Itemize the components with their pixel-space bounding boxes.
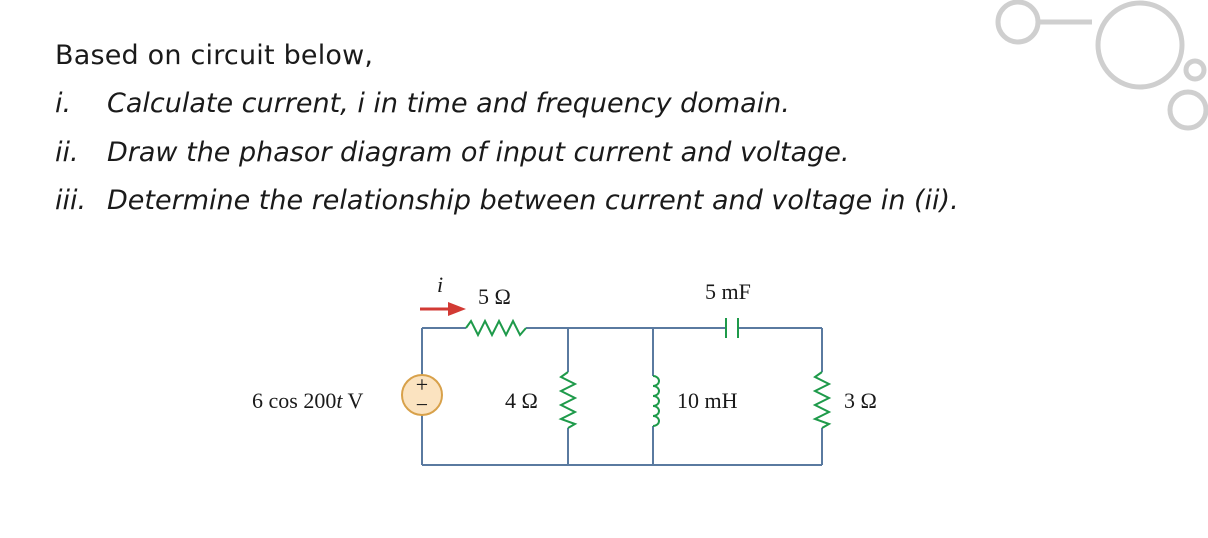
resistor-4-ohm <box>558 371 578 429</box>
inductor-label: 10 mH <box>677 388 738 413</box>
resistor-4-ohm-label: 4 Ω <box>505 388 538 413</box>
question-1-text: Calculate current, i in time and frequen… <box>107 88 790 119</box>
capacitor-label: 5 mF <box>705 279 751 304</box>
question-2-number: ii. <box>55 137 79 168</box>
question-2-text: Draw the phasor diagram of input current… <box>107 137 850 168</box>
voltage-source-icon <box>401 374 443 416</box>
question-3: iii. Determine the relationship between c… <box>55 185 959 216</box>
resistor-3-ohm-label: 3 Ω <box>844 388 877 413</box>
resistor-5-ohm <box>465 318 527 338</box>
circuit-wires <box>421 327 823 466</box>
molecule-logo-icon <box>995 0 1208 131</box>
question-2: ii. Draw the phasor diagram of input curr… <box>55 137 849 168</box>
source-minus-sign: − <box>416 392 428 417</box>
source-plus-sign: + <box>416 372 428 397</box>
inductor-10mH <box>652 375 660 427</box>
question-1-number: i. <box>55 88 72 119</box>
question-3-number: iii. <box>55 185 87 216</box>
source-label: 6 cos 200t V <box>252 388 364 413</box>
current-label: i <box>437 272 443 297</box>
resistor-3-ohm <box>812 371 832 429</box>
question-3-text: Determine the relationship between curre… <box>107 185 959 216</box>
current-arrow-icon <box>420 302 466 316</box>
resistor-5-ohm-label: 5 Ω <box>478 284 511 309</box>
question-1: i. Calculate current, i in time and frequ… <box>55 88 790 119</box>
intro-text: Based on circuit below, <box>55 40 374 71</box>
capacitor-5mF <box>725 318 739 338</box>
